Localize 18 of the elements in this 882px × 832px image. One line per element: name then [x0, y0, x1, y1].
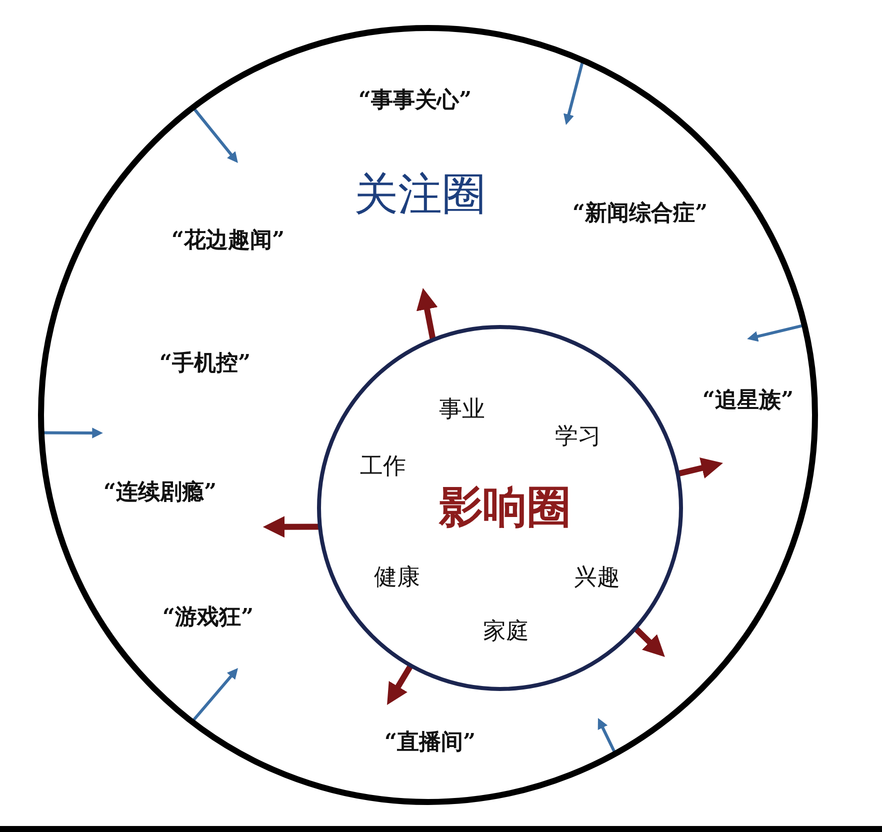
phrase-label: “直播间”: [384, 730, 476, 754]
outer-circle: [38, 25, 818, 805]
phrase-label: “连续剧瘾”: [103, 480, 217, 504]
phrase-label: “新闻综合症”: [572, 200, 708, 226]
phrase-label: “游戏狂”: [162, 604, 254, 630]
circle-title: 影响圈: [439, 484, 571, 532]
phrase-label: “手机控”: [159, 350, 251, 376]
area-label: 学习: [555, 424, 601, 450]
area-label: 工作: [360, 454, 406, 480]
phrase-label: “花边趣闻”: [171, 228, 285, 252]
phrase-label: “追星族”: [702, 388, 794, 412]
circle-title: 关注圈: [354, 170, 486, 220]
area-label: 健康: [374, 565, 420, 591]
area-label: 兴趣: [574, 565, 620, 591]
area-label: 事业: [439, 397, 485, 423]
area-label: 家庭: [483, 619, 529, 645]
inner-circle: [317, 325, 683, 691]
phrase-label: “事事关心”: [358, 88, 472, 112]
